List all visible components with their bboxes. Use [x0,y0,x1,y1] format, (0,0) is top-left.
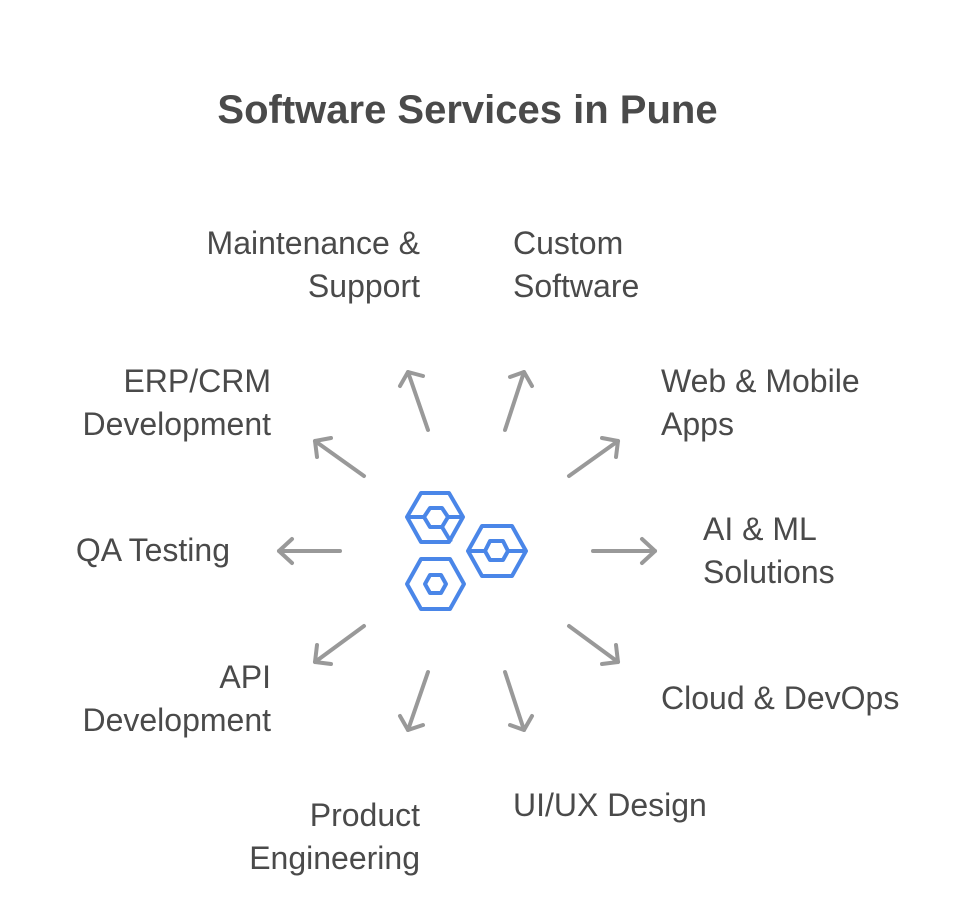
label-line: Support [307,268,420,304]
label-line: Development [82,702,271,738]
hexagon-nut-icon [405,557,466,611]
label-line: Solutions [703,554,835,590]
arrow-custom-software [503,370,534,432]
hexagon-nut-icon [405,491,465,544]
label-line: QA Testing [75,532,230,568]
service-label-ui-ux: UI/UX Design [513,784,707,827]
arrow-qa-testing [277,537,342,565]
service-label-erp-crm: ERP/CRM Development [82,360,271,446]
service-label-product-engineering: Product Engineering [249,794,420,880]
arrow-ai-ml [591,537,657,565]
hexagon-nut-icon [466,524,528,578]
label-line: ERP/CRM [123,363,271,399]
label-line: UI/UX Design [513,787,707,823]
three-hexagon-nuts-icon [405,491,528,611]
label-line: API [219,659,271,695]
label-line: AI & ML [703,511,817,547]
label-line: Software [513,268,640,304]
service-label-custom-software: Custom Software [513,222,639,308]
arrow-maintenance-support [398,370,430,432]
label-line: Engineering [249,840,420,876]
label-line: Development [82,406,271,442]
arrow-product-engineering [398,670,430,732]
label-line: Web & Mobile [661,363,860,399]
service-label-ai-ml: AI & ML Solutions [703,508,835,594]
service-label-web-mobile: Web & Mobile Apps [661,360,860,446]
service-label-qa-testing: QA Testing [76,529,230,572]
service-label-maintenance-support: Maintenance & Support [207,222,420,308]
arrow-erp-crm [313,436,366,478]
arrow-web-mobile [567,436,620,478]
arrow-api-development [313,624,366,666]
arrow-ui-ux [503,670,534,732]
label-line: Maintenance & [206,225,420,261]
service-label-cloud-devops: Cloud & DevOps [661,677,899,720]
label-line: Product [309,797,420,833]
label-line: Apps [661,406,734,442]
arrow-cloud-devops [567,624,620,666]
label-line: Cloud & DevOps [661,680,900,716]
label-line: Custom [513,225,624,261]
diagram-title: Software Services in Pune [217,88,718,132]
service-label-api-development: API Development [82,656,271,742]
